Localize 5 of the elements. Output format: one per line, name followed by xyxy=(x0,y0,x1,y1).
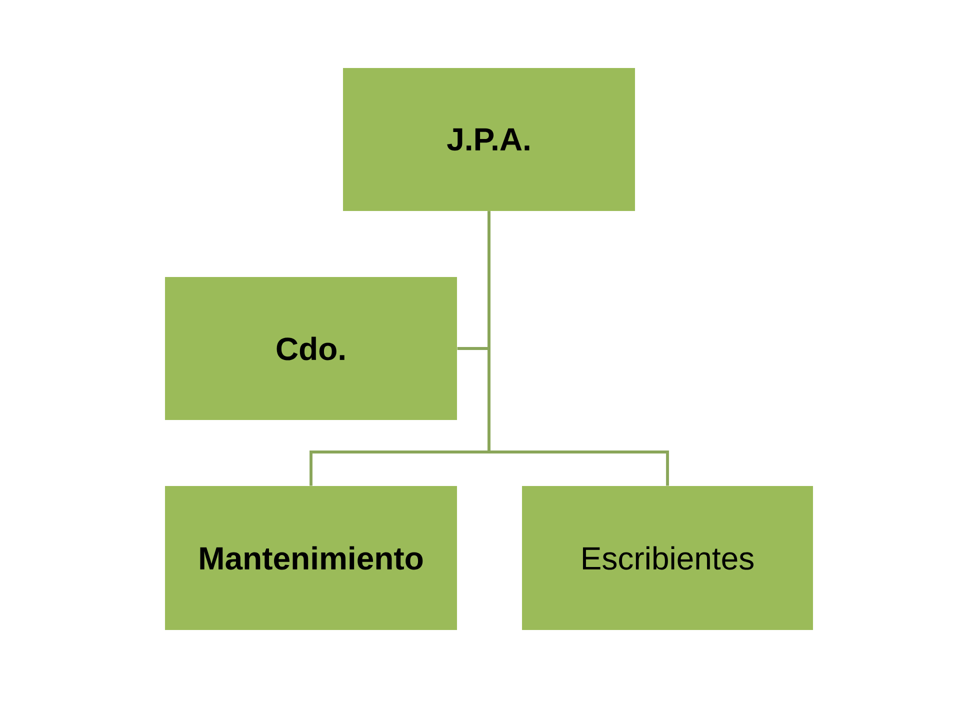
org-box: Escribientes xyxy=(522,486,813,630)
connector-line xyxy=(488,211,669,486)
org-box: J.P.A. xyxy=(343,68,635,211)
org-box: Cdo. xyxy=(165,277,457,420)
org-box: Mantenimiento xyxy=(165,486,457,630)
